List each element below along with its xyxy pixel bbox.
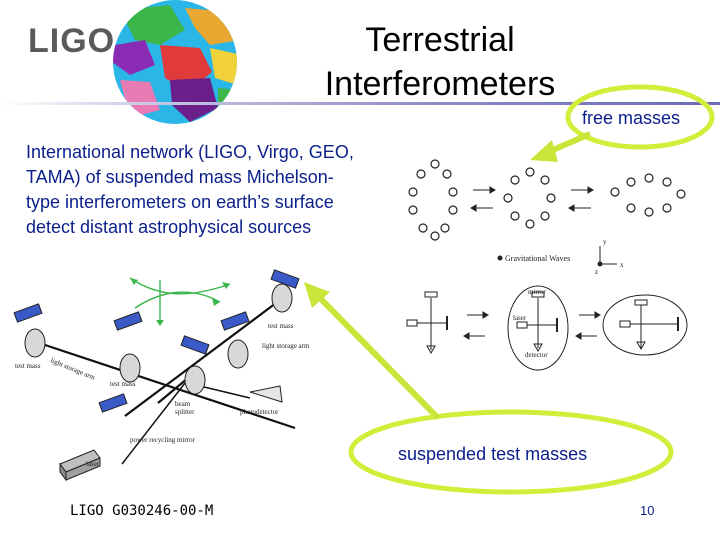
detector-label: detector xyxy=(525,351,548,359)
photodetector-shape xyxy=(249,385,283,403)
suspended-test-masses-label: suspended test masses xyxy=(398,444,588,464)
suspended-masses-ring xyxy=(348,409,674,495)
ring-vertical xyxy=(408,159,458,241)
globe-icon xyxy=(113,0,237,124)
suspension-panels xyxy=(13,269,300,413)
slide-title: Terrestrial Interferometers xyxy=(290,18,590,106)
ligo-logo: LIGO xyxy=(28,22,116,60)
suspended-masses-arrowhead xyxy=(304,282,330,308)
beam-splitter-label-2: splitter xyxy=(175,408,195,416)
test-mass-label-1: test mass xyxy=(268,322,294,330)
free-masses-ring xyxy=(565,84,715,150)
interferometer-sketches xyxy=(406,285,688,371)
laser-small-label: laser xyxy=(513,314,527,322)
ring-circle xyxy=(503,167,556,229)
laser-box xyxy=(59,449,101,482)
free-masses-arrowhead xyxy=(530,140,558,162)
light-storage-arm-label-1: light storage arm xyxy=(262,342,310,350)
free-masses-label: free masses xyxy=(582,108,681,128)
laser-beams xyxy=(29,299,296,430)
ring-horizontal xyxy=(610,173,686,217)
page-number: 10 xyxy=(640,503,655,518)
photodetector-label: photodetector xyxy=(240,408,279,416)
beam-splitter-label-1: beam xyxy=(175,400,191,408)
test-mass-label-3: test mass xyxy=(110,380,136,388)
axis-x-label: x xyxy=(620,261,624,269)
title-line-1: Terrestrial xyxy=(365,21,515,59)
test-mass-label-2: test mass xyxy=(15,362,41,370)
axis-y-label: y xyxy=(603,238,607,246)
gravitational-waves-label: Gravitational Waves xyxy=(505,254,570,263)
free-masses-arrow-line xyxy=(546,131,592,155)
footer-document-id: LIGO G030246-00-M xyxy=(70,503,214,519)
interferometer-diagram: test mass light storage arm light storag… xyxy=(13,269,310,482)
test-masses xyxy=(24,283,293,395)
power-recycling-mirror-label: power recycling mirror xyxy=(130,436,196,444)
body-text: International network (LIGO, Virgo, GEO,… xyxy=(26,142,354,237)
seismic-arrows xyxy=(129,277,231,320)
title-line-2: Interferometers xyxy=(324,65,556,103)
gravitational-wave-figure: y x z Gravitational Waves mirror laser d… xyxy=(406,159,688,371)
laser-label: laser xyxy=(86,460,100,468)
axis-z-label: z xyxy=(595,268,598,276)
mirror-label: mirror xyxy=(528,288,547,296)
suspended-masses-arrow-line xyxy=(315,293,441,421)
title-underline xyxy=(0,102,720,105)
bullet-icon xyxy=(497,255,503,261)
